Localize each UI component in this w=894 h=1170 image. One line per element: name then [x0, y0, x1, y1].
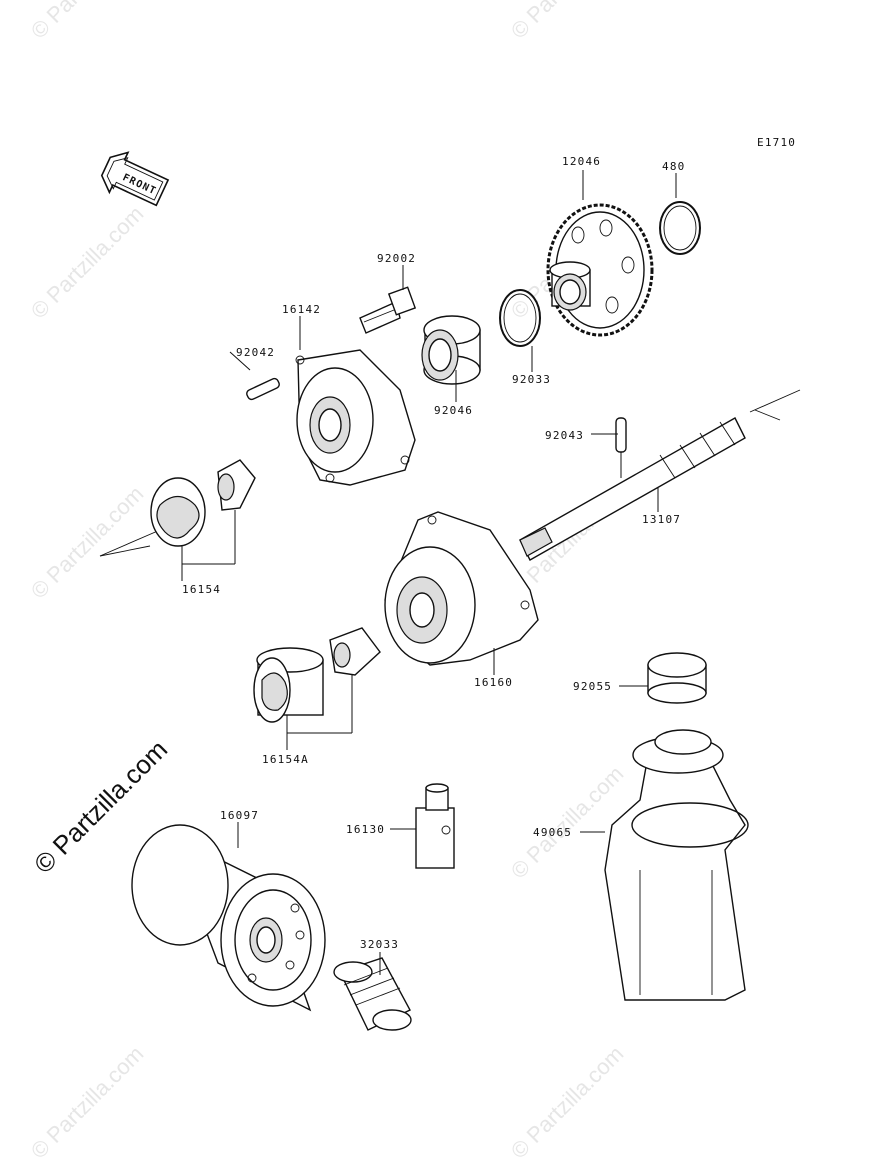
part-label: 16154A	[262, 753, 309, 766]
leader-lines	[181, 170, 677, 975]
spring-32033	[333, 957, 412, 1031]
bearing-92046	[421, 315, 481, 385]
circlip-480	[659, 201, 701, 255]
rotor-set-16154	[150, 459, 256, 547]
part-label: 32033	[360, 938, 399, 951]
front-arrow-icon: FRONT	[100, 151, 170, 207]
part-labels: 12046 480 92002 16142 92042 92046 92033 …	[182, 155, 685, 951]
watermark: © Partzilla.com	[506, 1041, 629, 1164]
part-label: 92042	[236, 346, 275, 359]
part-label: 49065	[533, 826, 572, 839]
part-label: 92043	[545, 429, 584, 442]
watermark: © Partzilla.com	[506, 0, 629, 44]
bolt-92002	[359, 286, 417, 334]
watermark: © Partzilla.com	[26, 481, 149, 604]
part-label: 12046	[562, 155, 601, 168]
circlip-92033	[499, 289, 541, 347]
part-label: 92046	[434, 404, 473, 417]
fitting-16130	[415, 783, 455, 869]
diagram-code: E1710	[757, 136, 796, 149]
axis-lines	[99, 389, 801, 557]
shaft-13107	[519, 417, 746, 561]
watermark: © Partzilla.com	[26, 201, 149, 324]
pump-body-16160	[384, 511, 539, 666]
part-label: 16130	[346, 823, 385, 836]
cap-92055	[647, 652, 707, 704]
pin-92043	[615, 417, 627, 453]
part-label: 92033	[512, 373, 551, 386]
part-label: 16160	[474, 676, 513, 689]
part-label: 480	[662, 160, 685, 173]
part-label: 13107	[642, 513, 681, 526]
part-label: 92002	[377, 252, 416, 265]
pin-92042	[246, 377, 280, 401]
funnel-49065	[604, 729, 749, 1001]
gear-12046	[546, 203, 654, 337]
rotor-set-16154a	[253, 627, 381, 723]
oil-filter-16097	[131, 824, 326, 1012]
watermark: © Partzilla.com	[26, 1041, 149, 1164]
part-label: 16142	[282, 303, 321, 316]
watermark: © Partzilla.com	[26, 0, 149, 44]
part-label: 92055	[573, 680, 612, 693]
pump-cover-16142	[295, 349, 416, 486]
part-label: 16097	[220, 809, 259, 822]
part-label: 16154	[182, 583, 221, 596]
